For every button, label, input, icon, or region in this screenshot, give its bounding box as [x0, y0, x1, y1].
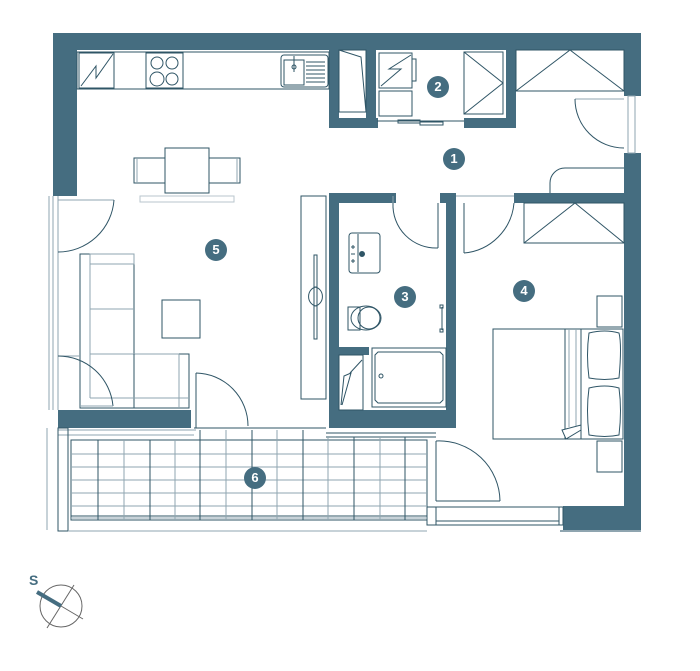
nightstand-bottom [596, 440, 623, 473]
nightstand-top [596, 295, 623, 328]
sink-icon [280, 54, 329, 88]
sliding-door-icon [377, 119, 464, 126]
towel-rail-icon [439, 304, 444, 333]
small-closet [338, 49, 367, 113]
room-label-3: 3 [394, 286, 416, 308]
balcony-door-lower [57, 355, 114, 407]
storage-rack-icon [463, 51, 504, 115]
hallway-wardrobe [515, 49, 625, 92]
washbasin-icon [348, 232, 381, 274]
coat-rack [549, 167, 624, 193]
sofa-icon [79, 253, 190, 409]
kitchen-counter [76, 51, 330, 90]
dining-table-icon [133, 147, 241, 203]
double-bed-icon [492, 328, 624, 440]
toilet-icon [347, 305, 382, 331]
dryer-icon [378, 90, 413, 117]
wardrobe-icon [523, 202, 625, 244]
living-to-balcony-door [195, 372, 249, 428]
fridge-icon [78, 52, 115, 89]
bedroom-door [456, 195, 515, 254]
room-label-1: 1 [443, 148, 465, 170]
cooktop-icon [145, 52, 184, 89]
utility-room [377, 51, 504, 126]
room-label-4: 4 [513, 280, 535, 302]
washing-machine-icon [378, 52, 417, 89]
walls [53, 33, 641, 530]
room-label-5: 5 [205, 239, 227, 261]
balcony-door-left [57, 199, 115, 253]
storage-cupboard [338, 354, 364, 411]
entry-door [574, 98, 625, 149]
bedroom-balcony-door [435, 440, 501, 502]
coffee-table-icon [161, 299, 201, 339]
exterior-windows [46, 95, 636, 530]
compass-label: S [29, 572, 39, 588]
compass-south-icon [35, 584, 84, 629]
tv-cabinet-icon [300, 195, 327, 400]
bathroom-door [392, 196, 439, 249]
room-label-6: 6 [244, 467, 266, 489]
room-label-2: 2 [427, 76, 449, 98]
shower-icon [371, 347, 447, 408]
